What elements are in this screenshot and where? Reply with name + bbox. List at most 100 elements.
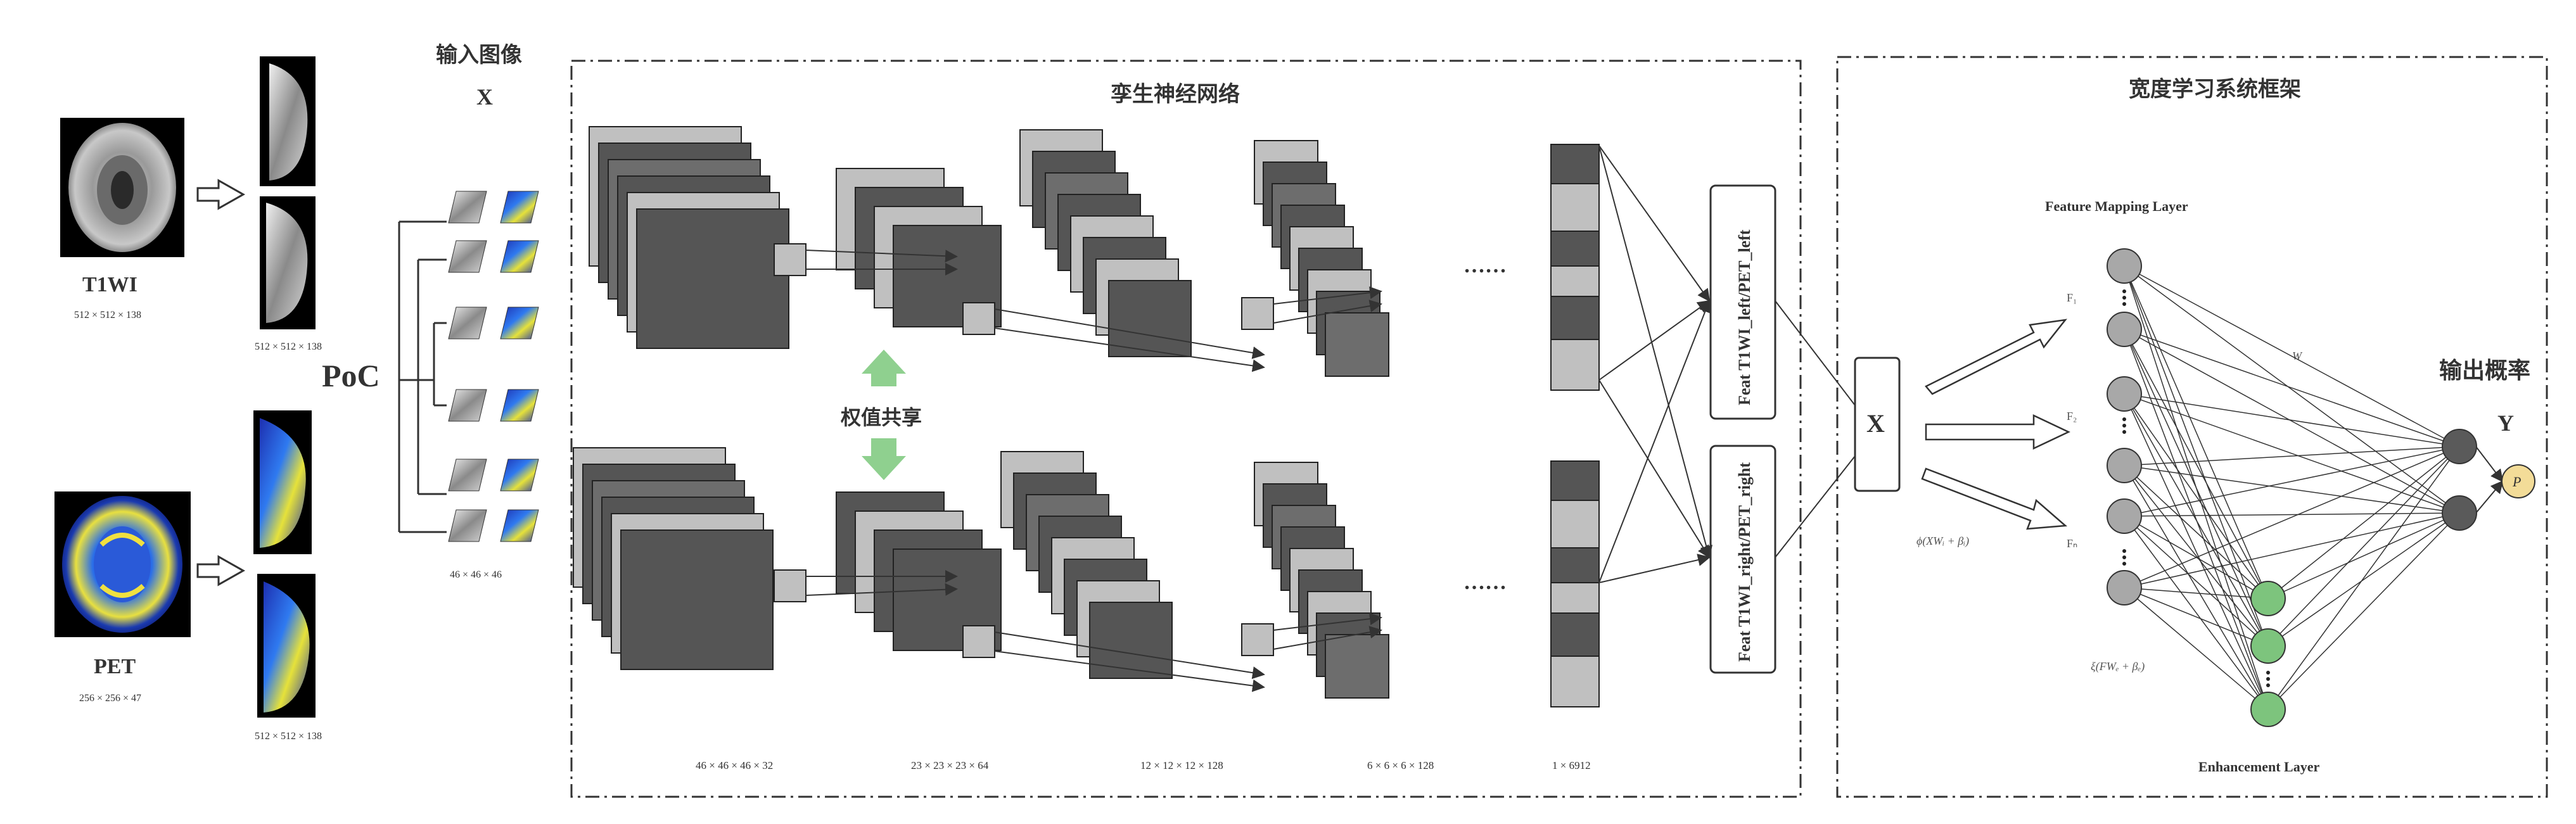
enhancement-node-2 [2250, 628, 2286, 664]
siamese-title: 孪生神经网络 [1111, 82, 1240, 107]
weight-share-up-arrow [862, 350, 906, 386]
ellipsis-dot-4-3 [2266, 683, 2270, 687]
weight-sharing-label: 权值共享 [840, 405, 922, 429]
feat-out-edge [2124, 329, 2460, 447]
ellipsis-dot-4-1 [2266, 671, 2270, 675]
vec-top-cell-2 [1550, 183, 1600, 232]
f1-label: F₁ [2067, 291, 2077, 304]
enh-out-edge [2267, 446, 2460, 647]
feature-node-6 [2107, 570, 2142, 605]
kernel-patch-5 [962, 625, 995, 658]
ellipsis-bottom: …… [1463, 571, 1507, 594]
broad-input-box [1854, 357, 1901, 492]
vec-top-cell-4 [1550, 265, 1600, 297]
feat-out-edge [2124, 265, 2460, 447]
t1wi-brain-image [60, 118, 184, 257]
phi-formula: ϕ(XWᵢ + βᵢ) [1916, 535, 1969, 548]
feature-node-3 [2107, 376, 2142, 412]
feat-enh-edge [2124, 393, 2269, 710]
kernel-arrow-3a [1273, 286, 1382, 305]
enhancement-node-3 [2250, 692, 2286, 727]
enh-out-edge [2267, 446, 2460, 710]
f2-label: F₂ [2067, 410, 2077, 422]
ellipsis-dot-1-3 [2122, 302, 2126, 306]
output-symbol: Y [2497, 410, 2514, 436]
stream-bottom-conv3-layer-8 [1089, 602, 1173, 679]
broad-input-symbol: X [1866, 409, 1885, 438]
vec-bottom-cell-3 [1550, 547, 1600, 583]
layer-dims-1: 46 × 46 × 46 × 32 [696, 759, 773, 771]
enh-out-edge [2267, 446, 2460, 599]
vec-bottom-cell-6 [1550, 656, 1600, 707]
feat-enh-edge [2124, 465, 2269, 599]
kernel-arrow-3b [1273, 300, 1382, 324]
input-image-title: 输入图像 [436, 42, 522, 68]
kernel-arrow-5b [994, 650, 1265, 692]
pet-half-slice-2 [257, 574, 316, 718]
vec-top-cell-5 [1550, 296, 1600, 340]
kernel-arrow-2b [994, 327, 1265, 372]
vec-bottom-cell-5 [1550, 612, 1600, 657]
enh-out-edge [2267, 512, 2460, 710]
enhancement-node-1 [2250, 581, 2286, 616]
broad-network [2107, 248, 2504, 727]
patch-bracket-tree [398, 220, 447, 533]
feat-enh-edge [2124, 465, 2269, 710]
enh-out-edge [2267, 512, 2460, 599]
feat-out-edge [2124, 512, 2460, 588]
feat-enh-edge [2124, 265, 2269, 599]
feat-out-edge [2124, 446, 2460, 517]
output-p-node [2501, 464, 2535, 498]
t1wi-half-slice-1 [260, 56, 316, 186]
feat-enh-edge [2124, 587, 2269, 599]
conv-layer-stacks [573, 126, 1389, 699]
layer-dims-5: 1 × 6912 [1552, 759, 1591, 771]
feat-enh-edge [2124, 265, 2269, 647]
enhancement-layer-label: Enhancement Layer [2198, 759, 2320, 775]
feat-out-edge [2124, 446, 2460, 466]
out-p-edge [2475, 446, 2504, 483]
output-node-2 [2442, 495, 2477, 531]
feat-out-edge [2124, 446, 2460, 588]
fn-label: Fₙ [2067, 537, 2077, 550]
feat-enh-edge [2124, 329, 2269, 599]
feat-out-edge [2124, 512, 2460, 517]
ellipsis-dot-1-2 [2122, 296, 2126, 300]
ellipsis-dot-2-1 [2122, 417, 2126, 421]
feature-mapping-layer-label: Feature Mapping Layer [2045, 198, 2188, 214]
pet-dims: 256 × 256 × 47 [79, 693, 141, 704]
feat-right-label: Feat T1WI_right/PET_right [1735, 462, 1754, 662]
vec-top-cell-1 [1550, 144, 1600, 184]
ellipsis-dot-1-1 [2122, 289, 2126, 293]
feat-enh-edge [2124, 587, 2269, 710]
broad-title: 宽度学习系统框架 [2129, 77, 2301, 102]
kernel-patch-4 [774, 569, 807, 602]
kernel-patch-1 [774, 243, 807, 276]
pet-brain-image [54, 491, 191, 637]
t1wi-label: T1WI [82, 273, 137, 296]
vector-to-feat-connections [1598, 145, 1713, 583]
kernel-arrow-6a [1273, 612, 1382, 631]
kernel-arrow-1a [805, 250, 958, 263]
stream-top-conv4-layer-9 [1325, 312, 1389, 377]
kernel-arrow-2a [994, 308, 1265, 359]
w-label: W [2292, 350, 2303, 362]
feat-out-edge [2124, 329, 2460, 514]
broad-learning-frame [1836, 56, 2548, 798]
stream-top-conv1-layer-6 [636, 208, 789, 349]
stream-bottom-conv1-layer-6 [620, 529, 774, 670]
xi-formula: ξ(FWₑ + βₑ) [2091, 660, 2145, 673]
stream-bottom-conv4-layer-9 [1325, 634, 1389, 699]
kernel-patch-6 [1241, 623, 1274, 656]
layer-dims-2: 23 × 23 × 23 × 64 [911, 759, 989, 771]
ellipsis-top: …… [1463, 254, 1507, 277]
layer-dims-3: 12 × 12 × 12 × 128 [1140, 759, 1223, 771]
output-p-label: P [2512, 474, 2521, 490]
feature-node-5 [2107, 498, 2142, 534]
pet-half-slice-1 [253, 410, 312, 554]
feat-enh-edge [2124, 393, 2269, 647]
feat-out-edge [2124, 393, 2460, 514]
output-node-1 [2442, 429, 2477, 464]
weight-share-down-arrow [862, 438, 906, 480]
